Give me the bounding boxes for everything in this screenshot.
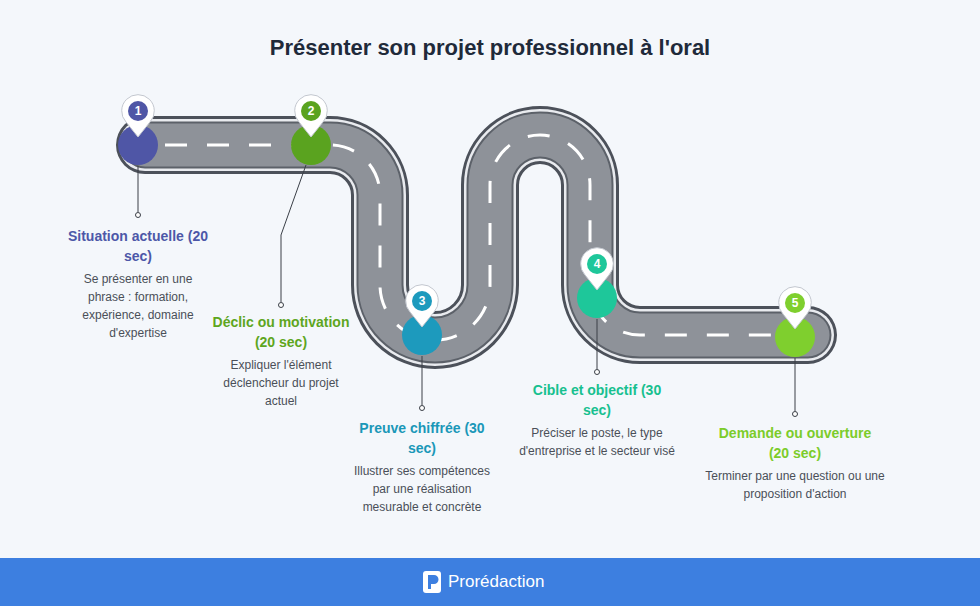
step-description: Préciser le poste, le type d'entreprise … [517, 424, 677, 460]
step-description: Terminer par une question ou une proposi… [700, 467, 890, 503]
road-dashes [165, 135, 790, 340]
leader-line [422, 356, 423, 405]
step-number: 5 [785, 293, 805, 313]
footer-bar [0, 558, 980, 606]
step-description: Expliquer l'élément déclencheur du proje… [214, 356, 349, 410]
step-description: Se présenter en une phrase : formation, … [71, 270, 206, 342]
map-pin [118, 95, 158, 165]
callout-number: 5 [792, 296, 799, 310]
logo-icon [423, 571, 441, 593]
leader-dot [420, 406, 425, 411]
step-number: 2 [301, 101, 321, 121]
road-inner-edge [145, 135, 808, 340]
callout-number: 2 [308, 104, 315, 118]
title: Présenter son projet professionnel à l'o… [0, 35, 980, 61]
map-pin [577, 248, 617, 318]
map-pin [775, 287, 815, 357]
leader-dot [595, 370, 600, 375]
leader-dot [136, 213, 141, 218]
step-number: 1 [128, 101, 148, 121]
map-pin [402, 285, 442, 355]
road-edge [145, 135, 808, 340]
leader-line [138, 166, 139, 212]
step-number: 3 [412, 291, 432, 311]
step-heading: Preuve chiffrée (30 sec) [352, 418, 492, 458]
road-border [145, 135, 808, 340]
step-heading: Cible et objectif (30 sec) [532, 380, 662, 420]
brand-name: Prorédaction [448, 570, 588, 594]
callout-number: 4 [594, 257, 601, 271]
step-heading: Situation actuelle (20 sec) [63, 226, 213, 266]
callout-number: 3 [419, 294, 426, 308]
leader-line [795, 358, 796, 411]
map-pin [291, 95, 331, 165]
callout-number: 1 [135, 104, 142, 118]
step-heading: Demande ou ouverture (20 sec) [708, 423, 883, 463]
road-surface [145, 135, 808, 340]
step-number: 4 [587, 254, 607, 274]
leader-line [597, 319, 598, 369]
leader-dot [793, 412, 798, 417]
step-description: Illustrer ses compétences par une réalis… [345, 462, 500, 516]
leader-dot [279, 303, 284, 308]
step-heading: Déclic ou motivation (20 sec) [207, 312, 355, 352]
leader-line [281, 165, 306, 302]
